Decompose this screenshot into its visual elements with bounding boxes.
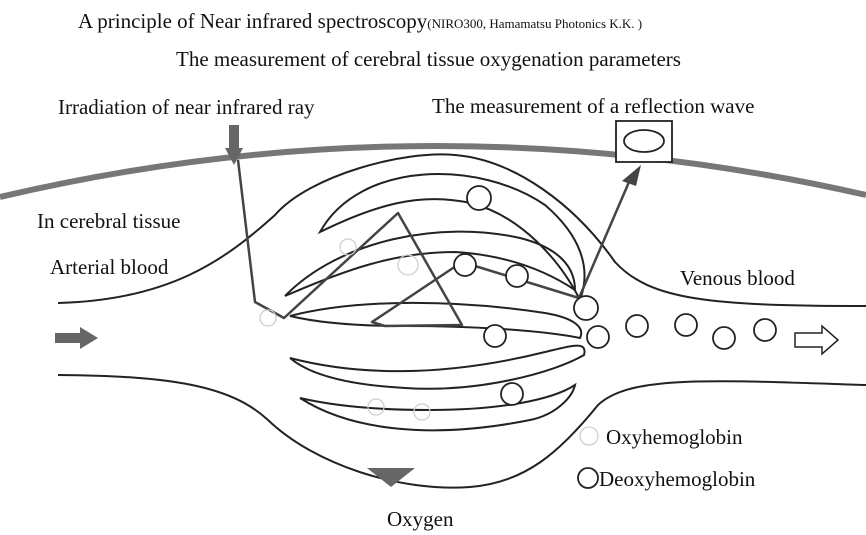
- venous-blood-label: Venous blood: [680, 268, 795, 289]
- diagram-title: A principle of Near infrared spectroscop…: [78, 11, 642, 32]
- oxygen-label: Oxygen: [387, 509, 454, 530]
- oxyhemoglobin-cell: [414, 404, 430, 420]
- arterial-flow-arrow-head: [80, 327, 98, 349]
- title-main-text: A principle of Near infrared spectroscop…: [78, 9, 427, 33]
- oxyhemoglobin-cell: [260, 310, 276, 326]
- ray-arrowhead: [622, 165, 641, 186]
- deoxyhemoglobin-cell: [506, 265, 528, 287]
- capillary-2: [285, 232, 575, 296]
- venous-flow-arrow: [795, 326, 838, 354]
- diagram-subtitle: The measurement of cerebral tissue oxyge…: [176, 49, 681, 70]
- irradiation-label: Irradiation of near infrared ray: [58, 97, 315, 118]
- oxyhemoglobin-cell: [398, 255, 418, 275]
- legend-deoxy-label: Deoxyhemoglobin: [599, 469, 755, 490]
- arterial-blood-label: Arterial blood: [50, 257, 168, 278]
- reflection-label: The measurement of a reflection wave: [432, 96, 754, 117]
- arterial-flow-arrow-shaft: [55, 333, 80, 343]
- legend-oxy-label: Oxyhemoglobin: [606, 427, 743, 448]
- deoxyhemoglobin-cell: [754, 319, 776, 341]
- capillary-1: [320, 174, 585, 300]
- deoxyhemoglobin-cell: [467, 186, 491, 210]
- legend-deoxy-icon: [578, 468, 598, 488]
- deoxyhemoglobin-cell: [574, 296, 598, 320]
- detector-lens-icon: [624, 130, 664, 152]
- deoxyhemoglobin-cell: [587, 326, 609, 348]
- title-source-text: (NIRO300, Hamamatsu Photonics K.K. ): [427, 16, 642, 31]
- capillary-3: [290, 303, 581, 338]
- deoxyhemoglobin-cell: [501, 383, 523, 405]
- deoxyhemoglobin-cell: [675, 314, 697, 336]
- capillary-5: [300, 385, 575, 430]
- deoxyhemoglobin-cell: [454, 254, 476, 276]
- oxyhemoglobin-cell: [340, 239, 356, 255]
- legend-oxy-icon: [580, 427, 598, 445]
- deoxyhemoglobin-cell: [626, 315, 648, 337]
- deoxyhemoglobin-cell: [484, 325, 506, 347]
- capillary-4: [290, 346, 585, 389]
- irradiation-arrow-shaft: [229, 125, 239, 148]
- deoxyhemoglobin-cell: [713, 327, 735, 349]
- ray-path: [238, 160, 629, 326]
- cerebral-tissue-label: In cerebral tissue: [37, 211, 180, 232]
